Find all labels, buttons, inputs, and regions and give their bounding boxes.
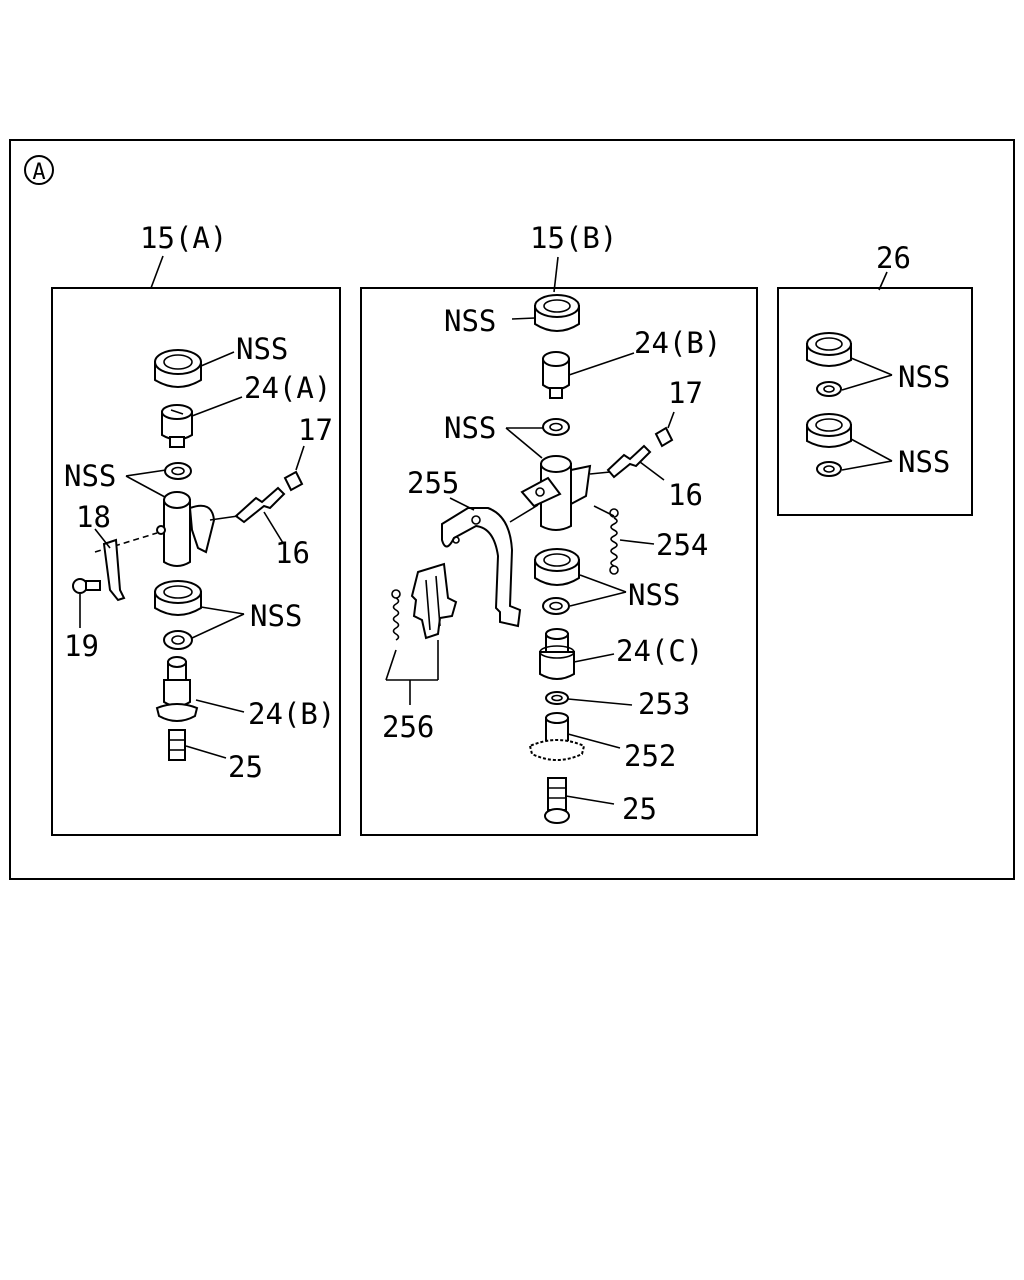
label-24b-left: 24(B) (248, 697, 335, 731)
label-19: 19 (64, 629, 99, 663)
group-15b-box (360, 287, 758, 836)
label-nss-right-2: NSS (898, 445, 950, 479)
label-18: 18 (76, 500, 111, 534)
nss-lower-cap (154, 580, 202, 616)
nozzle-16-mid (589, 444, 652, 479)
nss-cap-mid-top (534, 294, 580, 332)
group-26-title: 26 (876, 241, 911, 275)
label-nss-lower-left: NSS (250, 599, 302, 633)
housing-15b (520, 455, 592, 531)
group-15a: 15(A) NSS 24(A) NSS (51, 221, 341, 836)
washer-lower (163, 630, 193, 650)
section-marker: A (24, 155, 54, 185)
label-25-mid: 25 (622, 792, 657, 826)
label-17-mid: 17 (668, 376, 703, 410)
label-255: 255 (407, 466, 459, 500)
group-26-box (777, 287, 973, 516)
label-253: 253 (638, 687, 690, 721)
group-15b: 15(B) NSS 24(B) NSS (360, 221, 758, 836)
nss-cap-right-2 (806, 413, 852, 448)
gear-252 (528, 712, 586, 761)
section-marker-letter: A (32, 160, 45, 185)
screw-25-left (168, 729, 186, 761)
washer-part (164, 462, 192, 480)
group-15a-box (51, 287, 341, 836)
nss-cap-part (154, 349, 202, 388)
label-252: 252 (624, 739, 676, 773)
part-24a (161, 404, 193, 448)
label-nss-top-left: NSS (236, 332, 288, 366)
label-nss-mid-2: NSS (444, 411, 496, 445)
screw-25-mid (544, 777, 570, 824)
group-26: 26 NSS NSS (777, 241, 973, 516)
screw-19 (72, 578, 101, 594)
nozzle-16 (209, 486, 286, 524)
part-24b-left (155, 656, 199, 722)
label-254: 254 (656, 528, 708, 562)
group-15a-title: 15(A) (140, 221, 227, 255)
group-15b-title: 15(B) (530, 221, 617, 255)
clip-18 (102, 538, 126, 602)
part-24c (539, 628, 575, 680)
label-24b-mid: 24(B) (634, 326, 721, 360)
label-24c: 24(C) (616, 634, 703, 668)
label-16-mid: 16 (668, 478, 703, 512)
label-nss-mid-3: NSS (628, 578, 680, 612)
part-24b-mid (542, 351, 570, 399)
washer-mid-2 (542, 597, 570, 615)
washer-right-1 (816, 381, 842, 397)
cap-17-mid (654, 426, 674, 448)
label-nss-mid-left: NSS (64, 459, 116, 493)
washer-right-2 (816, 461, 842, 477)
outer-frame (9, 139, 1015, 880)
label-17-left: 17 (298, 413, 333, 447)
cap-17 (283, 470, 304, 492)
spring-254 (609, 508, 619, 575)
washer-253 (545, 691, 569, 705)
housing-15a (94, 491, 216, 567)
nss-cap-right-1 (806, 332, 852, 367)
label-nss-mid-top: NSS (444, 304, 496, 338)
plate-256 (391, 562, 458, 641)
label-24a: 24(A) (244, 371, 331, 405)
washer-mid-1 (542, 418, 570, 436)
lever-255 (441, 507, 522, 628)
label-25-left: 25 (228, 750, 263, 784)
nss-cap-mid-lower (534, 548, 580, 586)
label-16-left: 16 (275, 536, 310, 570)
label-256: 256 (382, 710, 434, 744)
label-nss-right-1: NSS (898, 360, 950, 394)
